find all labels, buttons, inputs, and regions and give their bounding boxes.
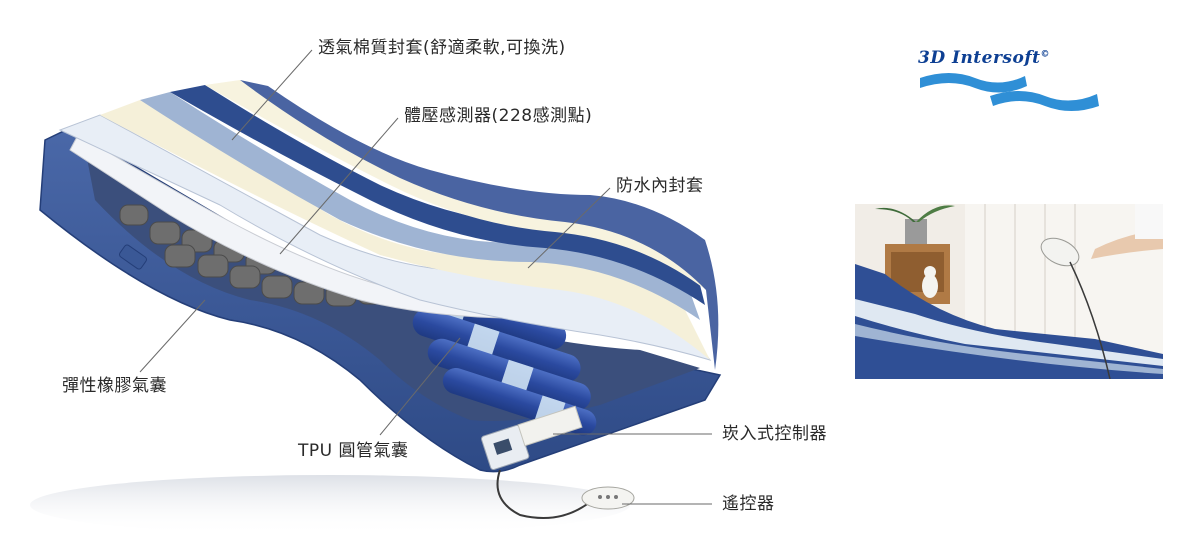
controller-unit — [481, 405, 583, 471]
callout-elastic-air-cells: 彈性橡膠氣囊 — [62, 376, 167, 396]
lifestyle-photo — [855, 204, 1163, 379]
side-handle — [119, 244, 147, 270]
brand-name: 3D Intersoft — [918, 48, 1041, 68]
remote-device — [581, 486, 635, 510]
leader-lines — [139, 49, 712, 505]
callout-embedded-controller: 崁入式控制器 — [722, 424, 827, 444]
callout-tpu-tube-cells: TPU 圓管氣囊 — [298, 441, 409, 461]
lifestyle-photo-drawing — [855, 204, 1163, 379]
cover-stripe-4 — [205, 80, 706, 290]
cover-stripe-2 — [140, 92, 700, 320]
callout-waterproof-inner: 防水內封套 — [616, 176, 704, 196]
remote-cable — [496, 469, 591, 519]
callout-remote: 遙控器 — [722, 494, 775, 514]
brand-mark: © — [1040, 49, 1051, 60]
brand-wave-icon — [920, 73, 1099, 111]
callout-cover: 透氣棉質封套(舒適柔軟,可換洗) — [318, 38, 566, 58]
callout-pressure-sensor: 體壓感測器(228感測點) — [404, 106, 593, 126]
floor-shadow — [30, 475, 630, 535]
cover-top — [240, 80, 719, 370]
cover-stripe-3 — [170, 85, 705, 305]
cover-stripe-1 — [100, 100, 710, 360]
brand-logo: 3D Intersoft© — [918, 48, 1050, 68]
